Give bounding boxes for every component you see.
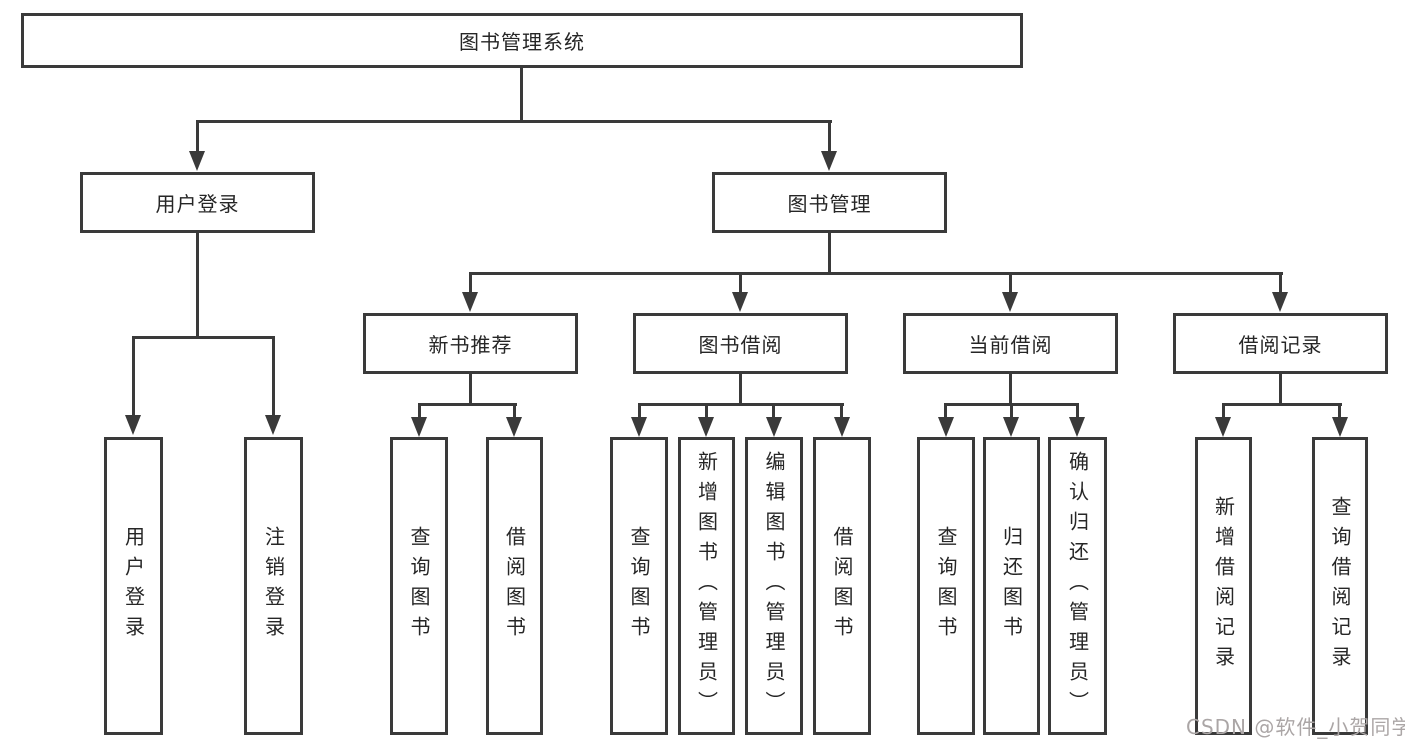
connector-root-stem	[520, 68, 523, 120]
leaf-logout-label: 注销登录	[261, 526, 286, 646]
node-user-login-label: 用户登录	[155, 192, 240, 216]
leaf-newbook-borrow: 借阅图书	[486, 437, 543, 735]
connector-root-drop-right	[828, 120, 831, 153]
leaf-return-book: 归还图书	[983, 437, 1040, 735]
node-root-label: 图书管理系统	[459, 30, 585, 54]
leaf-add-record-label: 新增借阅记录	[1211, 496, 1236, 676]
leaf-borrow-add-admin-label: 新增图书（管理员）	[694, 451, 719, 721]
arrowhead-down-bb-borrow	[834, 417, 850, 437]
connector-mgmt-drop-3	[1009, 272, 1012, 294]
connector-mgmt-drop-1	[469, 272, 472, 294]
connector-newbook-stem	[469, 374, 472, 404]
leaf-borrow-query-label: 查询图书	[627, 526, 651, 646]
leaf-query-record-label: 查询借阅记录	[1328, 496, 1352, 676]
connector-current-stem	[1009, 374, 1012, 404]
connector-newbook-drop-2	[513, 403, 516, 418]
node-user-login: 用户登录	[80, 172, 315, 233]
connector-current-drop-2	[1010, 403, 1013, 418]
connector-records-drop-1	[1222, 403, 1225, 418]
leaf-current-query-label: 查询图书	[934, 526, 958, 646]
connector-current-drop-3	[1076, 403, 1079, 418]
node-new-book-recommend-label: 新书推荐	[428, 333, 513, 357]
connector-userlogin-drop-2	[272, 336, 275, 416]
node-root-system: 图书管理系统	[21, 13, 1023, 68]
node-borrow-records-label: 借阅记录	[1238, 333, 1323, 357]
arrowhead-down-cur-query	[938, 417, 954, 437]
arrowhead-down-user-login	[189, 151, 205, 171]
connector-bookborrow-bar	[638, 403, 844, 406]
connector-mgmt-stem	[828, 233, 831, 275]
arrowhead-down-login	[125, 415, 141, 435]
node-current-borrow: 当前借阅	[903, 313, 1118, 374]
node-book-management: 图书管理	[712, 172, 947, 233]
arrowhead-down-bb-edit	[766, 417, 782, 437]
node-current-borrow-label: 当前借阅	[968, 333, 1053, 357]
leaf-logout: 注销登录	[244, 437, 303, 735]
arrowhead-down-book-borrow	[732, 292, 748, 312]
connector-userlogin-drop-1	[132, 336, 135, 416]
node-book-management-label: 图书管理	[787, 192, 872, 216]
leaf-current-query: 查询图书	[917, 437, 975, 735]
arrowhead-down-current-borrow	[1002, 292, 1018, 312]
arrowhead-down-bb-add	[698, 417, 714, 437]
leaf-newbook-query: 查询图书	[390, 437, 448, 735]
arrowhead-down-newbook-borrow	[506, 417, 522, 437]
leaf-return-book-label: 归还图书	[999, 526, 1024, 646]
connector-mgmt-drop-4	[1279, 272, 1282, 294]
leaf-confirm-return-admin: 确认归还（管理员）	[1048, 437, 1107, 735]
leaf-confirm-return-admin-label: 确认归还（管理员）	[1065, 451, 1090, 721]
arrowhead-down-cur-return	[1003, 417, 1019, 437]
connector-root-drop-left	[196, 120, 199, 153]
leaf-add-record: 新增借阅记录	[1195, 437, 1252, 735]
node-book-borrow: 图书借阅	[633, 313, 848, 374]
connector-records-stem	[1279, 374, 1282, 404]
node-book-borrow-label: 图书借阅	[698, 333, 783, 357]
connector-mgmt-bar	[469, 272, 1283, 275]
arrowhead-down-rec-query	[1332, 417, 1348, 437]
leaf-newbook-borrow-label: 借阅图书	[502, 526, 527, 646]
leaf-borrow-add-admin: 新增图书（管理员）	[678, 437, 735, 735]
connector-bookborrow-drop-4	[840, 403, 843, 418]
arrowhead-down-new-book	[462, 292, 478, 312]
node-borrow-records: 借阅记录	[1173, 313, 1388, 374]
connector-userlogin-bar	[132, 336, 275, 339]
node-new-book-recommend: 新书推荐	[363, 313, 578, 374]
leaf-borrow-book: 借阅图书	[813, 437, 871, 735]
connector-root-bar	[196, 120, 832, 123]
leaf-borrow-edit-admin-label: 编辑图书（管理员）	[762, 451, 786, 721]
arrowhead-down-newbook-query	[411, 417, 427, 437]
connector-records-drop-2	[1338, 403, 1341, 418]
leaf-user-login-label: 用户登录	[121, 526, 146, 646]
connector-newbook-bar	[418, 403, 517, 406]
leaf-user-login: 用户登录	[104, 437, 163, 735]
connector-userlogin-stem	[196, 233, 199, 336]
arrowhead-down-rec-add	[1215, 417, 1231, 437]
connector-mgmt-drop-2	[739, 272, 742, 294]
connector-current-drop-1	[944, 403, 947, 418]
arrowhead-down-bb-query	[631, 417, 647, 437]
connector-bookborrow-drop-2	[705, 403, 708, 418]
connector-records-bar	[1222, 403, 1342, 406]
arrowhead-down-book-management	[821, 151, 837, 171]
connector-bookborrow-drop-3	[772, 403, 775, 418]
leaf-borrow-edit-admin: 编辑图书（管理员）	[745, 437, 803, 735]
arrowhead-down-logout	[265, 415, 281, 435]
csdn-watermark: CSDN @软件_小贺同学	[1186, 715, 1405, 739]
leaf-borrow-book-label: 借阅图书	[830, 526, 854, 646]
connector-bookborrow-stem	[739, 374, 742, 404]
arrowhead-down-borrow-records	[1272, 292, 1288, 312]
leaf-newbook-query-label: 查询图书	[407, 526, 431, 646]
arrowhead-down-cur-confirm	[1069, 417, 1085, 437]
connector-bookborrow-drop-1	[638, 403, 641, 418]
leaf-borrow-query: 查询图书	[610, 437, 668, 735]
connector-newbook-drop-1	[418, 403, 421, 418]
leaf-query-record: 查询借阅记录	[1312, 437, 1368, 735]
